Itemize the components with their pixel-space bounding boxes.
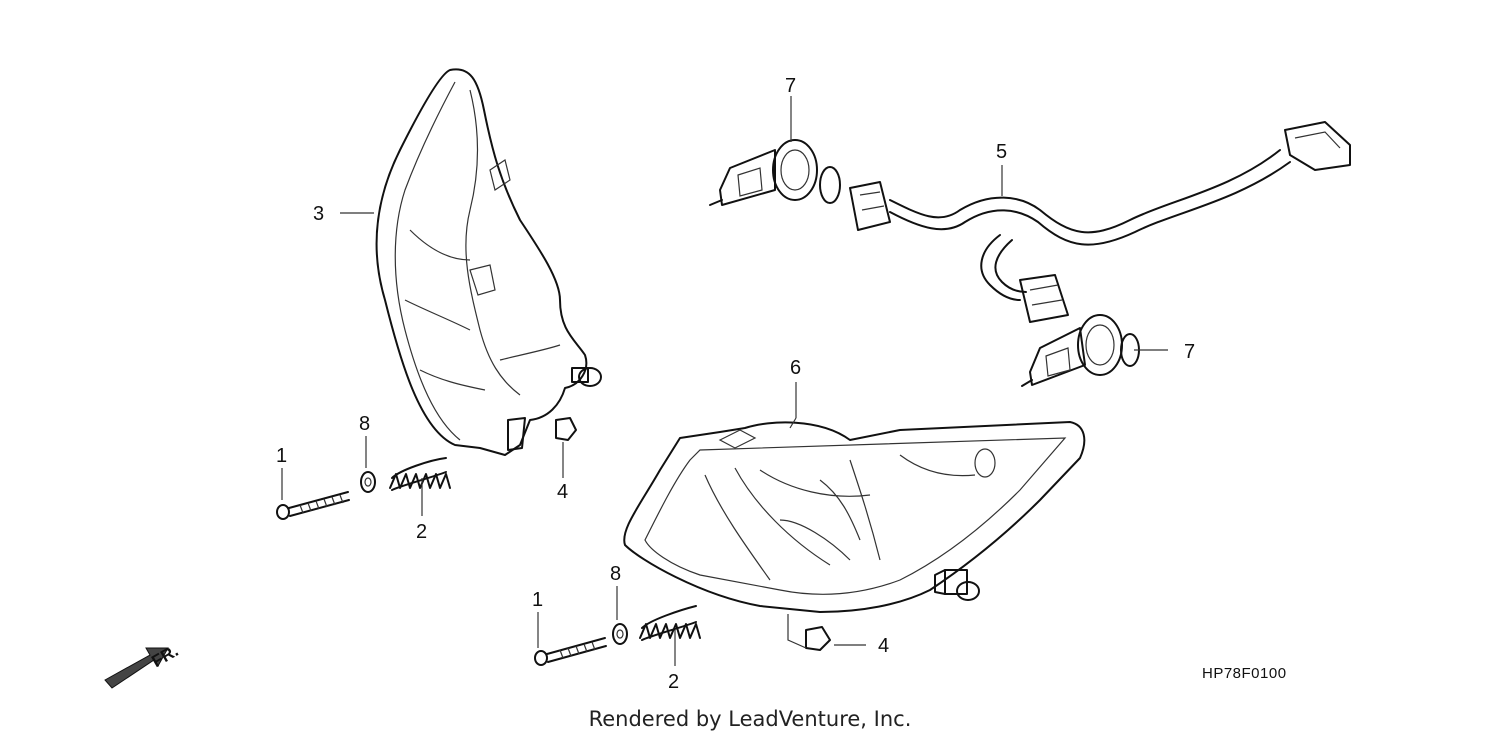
- wire-harness: [849, 121, 1351, 323]
- left-bolt: [276, 468, 350, 520]
- right-headlight: [623, 382, 1086, 613]
- bulb-right: [1021, 314, 1168, 387]
- right-washer: [612, 586, 628, 645]
- front-direction-arrow-icon: FR.: [104, 641, 182, 689]
- right-nut: [787, 614, 866, 651]
- callout-right-bolt: 1: [532, 589, 543, 611]
- callout-left-nut: 4: [557, 481, 568, 503]
- callout-right-washer: 8: [610, 563, 621, 585]
- callout-left-bolt: 1: [276, 445, 287, 467]
- left-washer: [360, 436, 376, 493]
- callout-left-washer: 8: [359, 413, 370, 435]
- callout-harness: 5: [996, 141, 1007, 163]
- callout-labels: 3 1 8 2 4 7 5 7 6 1 8 2 4: [276, 75, 1195, 693]
- footer-credit: Rendered by LeadVenture, Inc.: [588, 707, 912, 731]
- callout-left-spring: 2: [416, 521, 427, 543]
- callout-right-spring: 2: [668, 671, 679, 693]
- right-bolt: [534, 612, 607, 666]
- callout-headlight: 6: [790, 357, 801, 379]
- callout-bulb-top: 7: [785, 75, 796, 97]
- callout-right-nut: 4: [878, 635, 889, 657]
- left-spring: [389, 457, 451, 516]
- callout-left-housing: 3: [313, 203, 324, 225]
- left-headlight-housing: [340, 68, 602, 456]
- right-spring: [639, 605, 701, 666]
- callout-bulb-right: 7: [1184, 341, 1195, 363]
- left-nut: [555, 417, 577, 478]
- bulb-top: [709, 96, 841, 206]
- direction-label: FR.: [148, 641, 181, 671]
- diagram-code: HP78F0100: [1202, 665, 1287, 682]
